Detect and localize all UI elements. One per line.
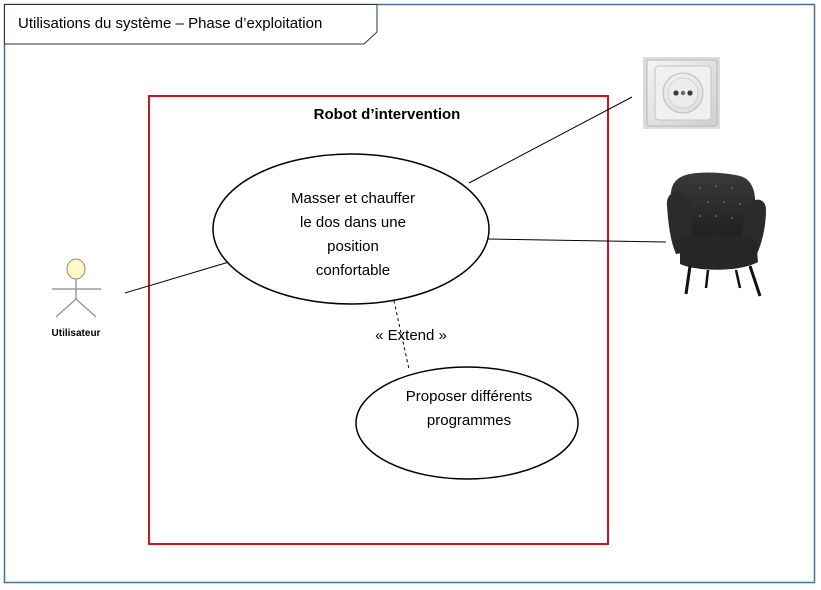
use-case-massage: Masser et chauffer le dos dans une posit… [212, 153, 490, 305]
use-case-massage-line: Masser et chauffer [291, 190, 415, 207]
extend-label: « Extend » [375, 327, 447, 344]
use-case-massage-line: confortable [316, 262, 390, 279]
stick-figure-actor-icon [52, 258, 101, 318]
armchair-icon [666, 172, 766, 297]
frame-title: Utilisations du système – Phase d’exploi… [18, 15, 322, 32]
association-user [124, 261, 230, 294]
association-chair [487, 238, 667, 243]
system-title: Robot d’intervention [314, 106, 461, 123]
actor-user-label: Utilisateur [52, 328, 101, 339]
wall-socket-icon [643, 57, 720, 129]
system-boundary [148, 95, 609, 545]
use-case-programs-line: Proposer différents [406, 388, 532, 405]
use-case-programs-line: programmes [427, 412, 511, 429]
frame-title-tab [4, 4, 378, 45]
association-socket [468, 96, 633, 184]
use-case-massage-line: le dos dans une [300, 214, 406, 231]
use-case-programs: Proposer différents programmes [355, 366, 579, 480]
use-case-massage-line: position [327, 238, 379, 255]
